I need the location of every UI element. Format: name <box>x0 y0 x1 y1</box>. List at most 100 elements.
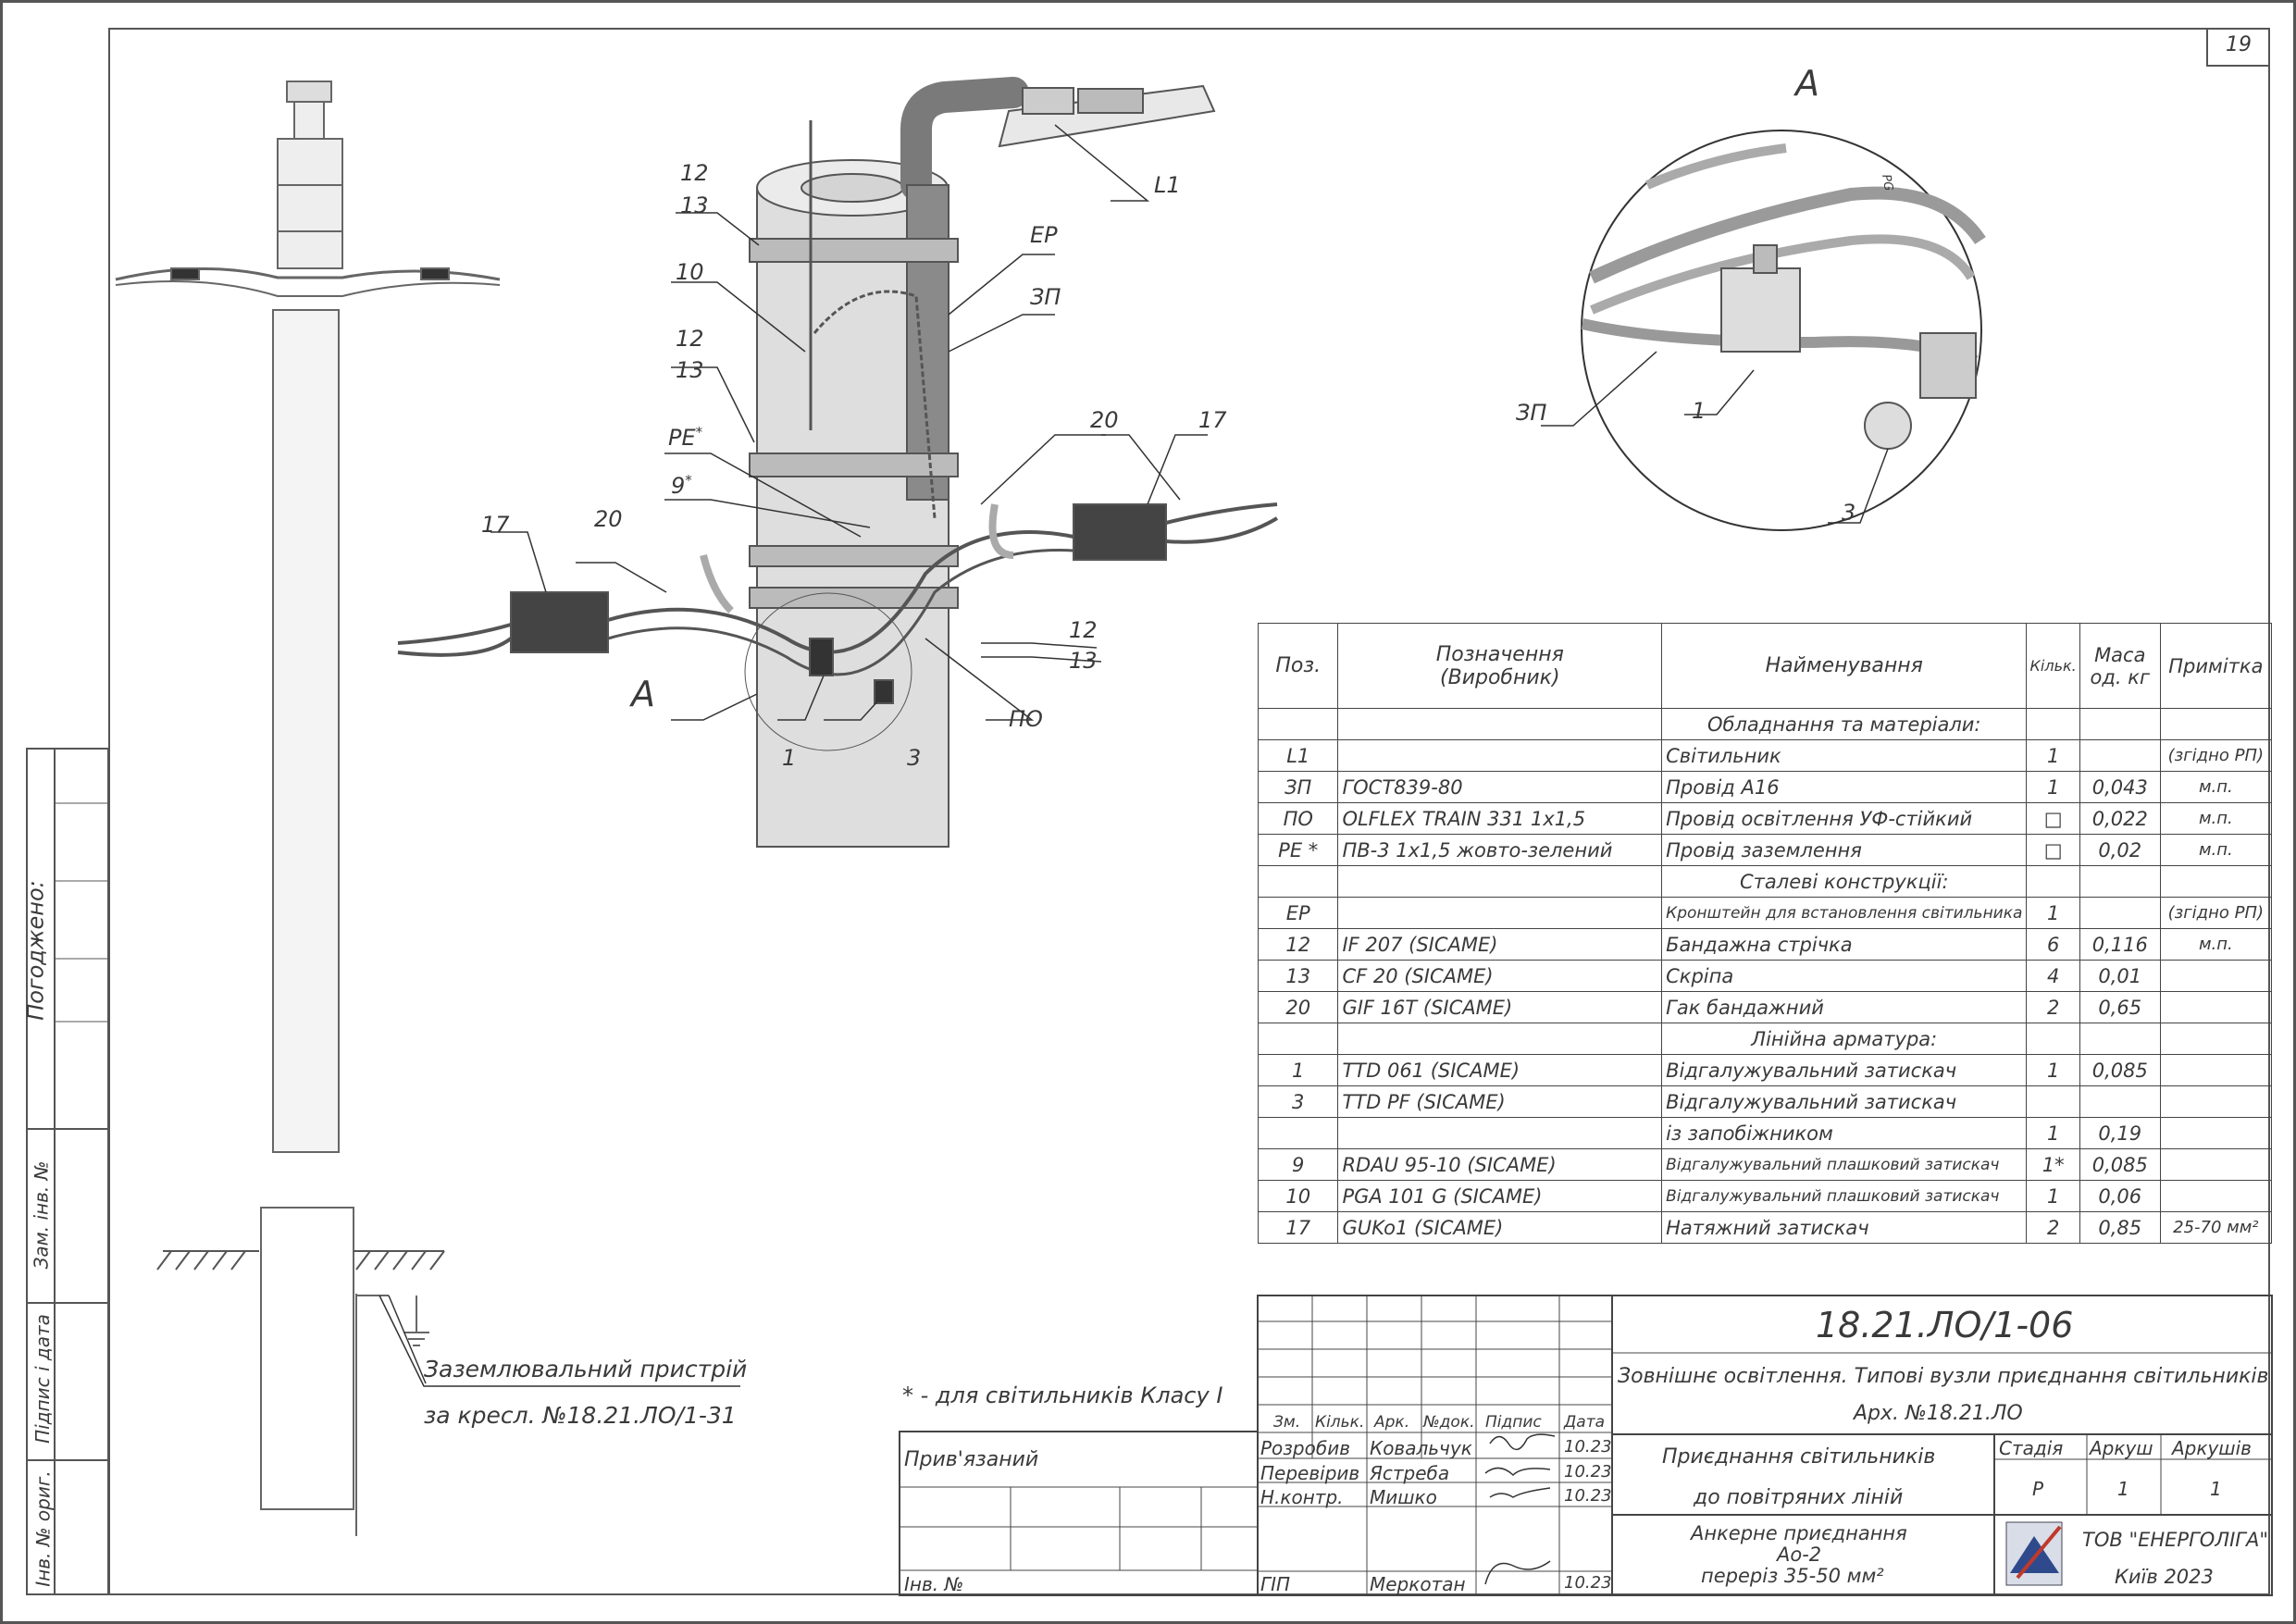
spec-cell-pos: 3 <box>1257 1085 1339 1118</box>
spec-cell-name: Гак бандажний <box>1661 991 2028 1023</box>
spec-cell-pos <box>1257 865 1339 898</box>
callout-17-right: 17 <box>1198 407 1227 433</box>
spec-cell-pos: 10 <box>1257 1180 1339 1212</box>
footnote: * - для світильників Класу І <box>902 1382 1223 1408</box>
spec-cell-note: м.п. <box>2159 834 2273 866</box>
callout-12-low: 12 <box>1069 617 1098 643</box>
stage-label: Стадія <box>1999 1437 2064 1459</box>
sheet-label: Аркуш <box>2090 1437 2153 1459</box>
callout-l1: L1 <box>1154 172 1181 198</box>
spec-cell-qty: 1 <box>2026 1117 2080 1149</box>
col-docnum: №док. <box>1423 1413 1475 1432</box>
spec-cell-des: RDAU 95-10 (SICAME) <box>1337 1148 1663 1181</box>
spec-cell-pos: 20 <box>1257 991 1339 1023</box>
col-sign: Підпис <box>1485 1413 1542 1432</box>
spec-cell-pos: 12 <box>1257 928 1339 961</box>
callout-13-mid: 13 <box>676 357 704 383</box>
spec-table: Поз. Позначення (Виробник) Найменування … <box>1257 623 2273 1244</box>
spec-cell-pos: 9 <box>1257 1148 1339 1181</box>
spec-cell-des: CF 20 (SICAME) <box>1337 960 1663 992</box>
spec-header-mass-2: од. кг <box>2090 665 2150 688</box>
callout-po: ПО <box>1009 706 1043 732</box>
detail-a-1: 1 <box>1692 398 1706 424</box>
callout-1: 1 <box>782 745 797 771</box>
spec-header-qty: Кільк. <box>2026 623 2080 709</box>
sheet-title-line1: Приєднання світильників <box>1662 1445 1936 1469</box>
spec-cell-name: Відгалужувальний плашковий затискач <box>1661 1148 2028 1181</box>
inv-label: Інв. № <box>904 1573 964 1595</box>
linked-label: Прив'язаний <box>904 1448 1039 1471</box>
callout-pe: РЕ* <box>668 424 702 451</box>
spec-cell-qty <box>2026 1085 2080 1118</box>
spec-cell-pos: ПО <box>1257 802 1339 835</box>
callout-9: 9* <box>671 472 692 499</box>
spec-cell-name: Бандажна стрічка <box>1661 928 2028 961</box>
callout-12-mid: 12 <box>676 326 704 352</box>
spec-cell-mass: 0,06 <box>2079 1180 2161 1212</box>
spec-cell-note <box>2159 1180 2273 1212</box>
detail-a-view <box>1541 130 1986 531</box>
sheet-number-box <box>2206 28 2270 67</box>
spec-section-row: Сталеві конструкції: <box>1257 865 2273 898</box>
spec-cell-pos: L1 <box>1257 739 1339 772</box>
role-developed: Розробив <box>1260 1437 1350 1459</box>
spec-cell-qty: □ <box>2026 834 2080 866</box>
detail-a-3: 3 <box>1842 500 1856 526</box>
stage-value: Р <box>2032 1478 2044 1500</box>
spec-cell-note <box>2159 1117 2273 1149</box>
spec-cell-note <box>2159 1148 2273 1181</box>
company-logo <box>2005 1521 2063 1586</box>
date-developed: 10.23 <box>1564 1437 1612 1457</box>
spec-section-row: Обладнання та матеріали: <box>1257 708 2273 740</box>
name-ncontrol: Мишко <box>1370 1486 1437 1508</box>
ground-note-leader <box>388 1295 427 1384</box>
ground-note-line2: за кресл. №18.21.ЛО/1-31 <box>424 1402 737 1429</box>
spec-cell-note <box>2159 708 2273 740</box>
spec-cell-mass: 0,02 <box>2079 834 2161 866</box>
spec-cell-qty: 1 <box>2026 771 2080 803</box>
spec-cell-mass <box>2079 865 2161 898</box>
callout-zp: ЗП <box>1030 284 1061 310</box>
spec-header-name: Найменування <box>1661 623 2028 709</box>
spec-cell-qty: 2 <box>2026 1211 2080 1244</box>
spec-header-designation-2: (Виробник) <box>1440 665 1560 689</box>
spec-header-note: Примітка <box>2159 623 2273 709</box>
spec-cell-des <box>1337 897 1663 929</box>
spec-cell-note: (згідно РП) <box>2159 739 2273 772</box>
spec-cell-note: м.п. <box>2159 928 2273 961</box>
callout-view-a: А <box>631 674 655 714</box>
spec-cell-note <box>2159 1023 2273 1055</box>
spec-cell-qty: 1 <box>2026 1054 2080 1086</box>
spec-cell-name: Відгалужувальний затискач <box>1661 1085 2028 1118</box>
side-stamp: Погоджено: Зам. інв. № Підпис і дата Інв… <box>23 748 108 1595</box>
spec-cell-des: IF 207 (SICAME) <box>1337 928 1663 961</box>
spec-header-designation-1: Позначення <box>1435 642 1564 666</box>
spec-cell-name: Відгалужувальний затискач <box>1661 1054 2028 1086</box>
leader-lines <box>490 124 1208 721</box>
spec-cell-des <box>1337 1023 1663 1055</box>
role-checked: Перевірив <box>1260 1462 1360 1484</box>
spec-header-mass-1: Маса <box>2094 643 2146 666</box>
spec-cell-name: Провід А16 <box>1661 771 2028 803</box>
date-gip: 10.23 <box>1564 1573 1612 1593</box>
spec-cell-mass: 0,116 <box>2079 928 2161 961</box>
sheet-number: 19 <box>2226 33 2252 56</box>
spec-cell-des: ГОСТ839-80 <box>1337 771 1663 803</box>
col-date: Дата <box>1564 1413 1606 1432</box>
project-line2: Арх. №18.21.ЛО <box>1854 1402 2023 1425</box>
spec-cell-mass: 0,19 <box>2079 1117 2161 1149</box>
spec-cell-qty: 2 <box>2026 991 2080 1023</box>
spec-cell-pos: 17 <box>1257 1211 1339 1244</box>
spec-cell-note: (згідно РП) <box>2159 897 2273 929</box>
spec-cell-mass: 0,65 <box>2079 991 2161 1023</box>
